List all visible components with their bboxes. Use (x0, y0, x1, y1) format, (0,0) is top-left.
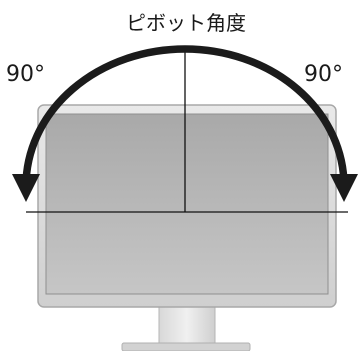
monitor-stand-base (121, 342, 251, 351)
monitor-screen (45, 113, 329, 295)
monitor-icon (37, 104, 337, 351)
curved-double-arrow-icon (12, 45, 358, 202)
diagram-title: ピボット角度 (126, 11, 246, 35)
left-arrowhead (12, 174, 40, 202)
right-arrowhead (330, 174, 358, 202)
pivot-arc (22, 45, 348, 187)
left-angle-label: 90° (6, 62, 45, 87)
right-angle-label: 90° (304, 62, 343, 87)
monitor-stand-neck (158, 303, 216, 347)
